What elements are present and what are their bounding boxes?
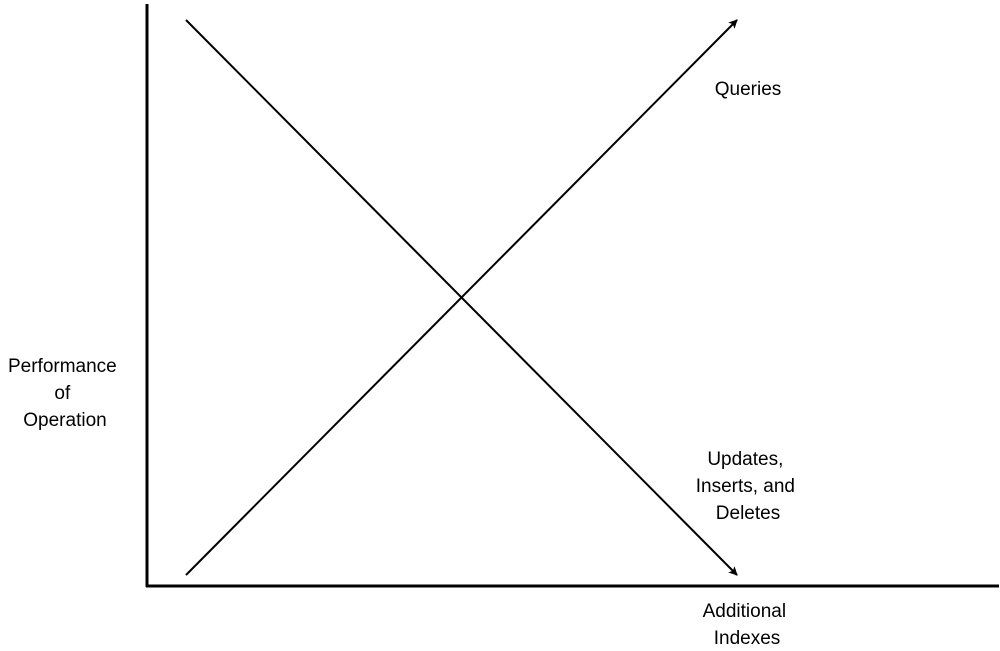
series-label-queries: Queries [715,79,782,100]
series-line-updates-inserts-deletes [185,19,738,576]
x-axis-label: Additional Indexes [703,601,792,649]
series-label-updates-inserts-deletes: Updates, Inserts, and Deletes [696,449,801,524]
y-axis-label: Performance of Operation [8,356,122,431]
